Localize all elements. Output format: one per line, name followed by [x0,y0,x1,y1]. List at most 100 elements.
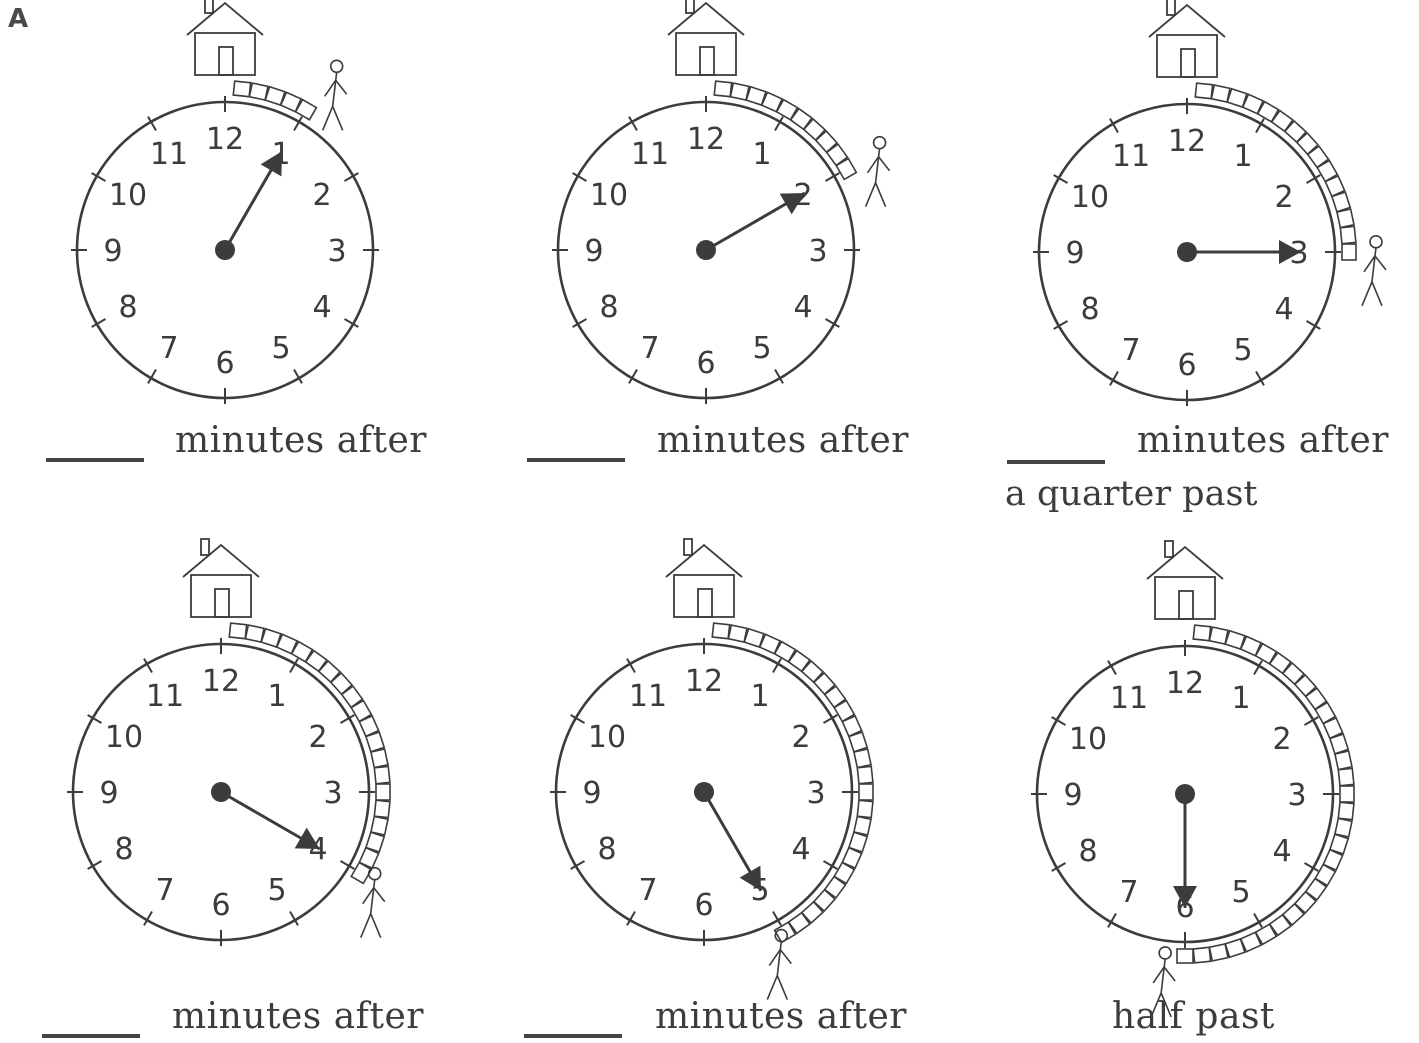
answer-blank[interactable] [46,458,144,462]
clock-numeral: 3 [1287,778,1306,813]
sidewalk-blocks [233,81,316,120]
sidewalk-block [1340,786,1354,802]
clock-numeral: 9 [1065,236,1084,271]
sidewalk-blocks [712,623,873,942]
clock-numeral: 6 [694,888,713,923]
clock-center [211,782,231,802]
sidewalk-blocks [1195,83,1356,260]
answer-blank[interactable] [42,1034,140,1038]
clock-numeral: 5 [752,331,771,366]
clock-numeral: 6 [215,346,234,381]
clock-caption: minutes after [172,996,424,1037]
clock-numeral: 2 [308,720,327,755]
answer-blank[interactable] [1007,460,1105,464]
stick-figure-icon [1362,236,1386,306]
clock-numeral: 9 [584,234,603,269]
clock-numeral: 11 [629,679,667,714]
clock-numeral: 10 [105,720,143,755]
clock-numeral: 5 [267,873,286,908]
answer-blank[interactable] [524,1034,622,1038]
sidewalk-block [1211,85,1230,102]
house-icon [183,539,259,617]
sidewalk-block [249,83,268,100]
clock-numeral: 9 [99,776,118,811]
sidewalk-block [1332,192,1350,212]
house-icon [1149,0,1225,77]
clock-numeral: 4 [793,290,812,325]
clock-numeral: 8 [599,290,618,325]
clock-center [696,240,716,260]
clock-caption: minutes after [175,420,427,461]
clock-numeral: 5 [1231,875,1250,910]
sidewalk-block [1209,627,1228,644]
answer-blank[interactable] [527,458,625,462]
sidewalk-block [229,623,246,639]
stick-figure-icon [866,137,890,207]
sidewalk-block [374,766,390,783]
clock-numeral: 12 [1168,124,1206,159]
house-icon [187,0,263,75]
clock-5: 121234567891011 [550,539,873,1000]
sidewalk-block [1335,751,1352,770]
sidewalk-block [1195,83,1212,99]
clock-numeral: 10 [109,178,147,213]
sidewalk-block [714,81,731,97]
clock-subcaption: a quarter past [1005,474,1257,514]
sidewalk-block [857,800,873,817]
sidewalk-block [859,784,873,800]
sidewalk-block [1335,818,1352,837]
sidewalk-block [857,766,873,783]
sidewalk-block [376,784,390,800]
clock-numeral: 12 [685,664,723,699]
sidewalk-block [1193,625,1210,641]
clock-numeral: 3 [806,776,825,811]
sidewalk-block [1330,734,1348,754]
sidewalk-blocks [714,81,856,179]
clock-numeral: 2 [1274,180,1293,215]
clock-numeral: 2 [312,178,331,213]
clock-numeral: 10 [1071,180,1109,215]
clock-numeral: 7 [155,873,174,908]
clock-1: 121234567891011 [71,0,379,404]
clock-numeral: 4 [1272,834,1291,869]
clock-numeral: 11 [146,679,184,714]
sidewalk-block [1338,768,1354,785]
clock-numeral: 1 [1231,681,1250,716]
sidewalk-block [849,732,867,752]
sidewalk-block [1340,226,1356,243]
clock-numeral: 12 [206,122,244,157]
sidewalk-block [854,749,871,768]
sidewalk-block [1193,947,1210,963]
clock-numeral: 2 [791,720,810,755]
clock-center [215,240,235,260]
sidewalk-block [366,732,384,752]
clock-numeral: 10 [590,178,628,213]
clock-numeral: 1 [752,137,771,172]
clock-numeral: 7 [159,331,178,366]
clock-numeral: 4 [312,290,331,325]
clock-caption: half past [1112,996,1275,1037]
clock-numeral: 1 [1233,139,1252,174]
clock-numeral: 4 [791,832,810,867]
clock-numeral: 9 [582,776,601,811]
house-icon [1147,541,1223,619]
sidewalk-block [245,625,264,642]
clock-4: 121234567891011 [67,539,390,946]
sidewalk-block [730,83,749,100]
clock-numeral: 11 [1112,139,1150,174]
clock-numeral: 1 [750,679,769,714]
clock-numeral: 12 [687,122,725,157]
clock-numeral: 8 [114,832,133,867]
clock-numeral: 6 [696,346,715,381]
house-icon [666,539,742,617]
clock-numeral: 7 [1119,875,1138,910]
stick-figure-icon [767,930,791,1000]
clock-numeral: 3 [323,776,342,811]
clock-3: 121234567891011 [1033,0,1386,406]
clock-numeral: 9 [103,234,122,269]
sidewalk-block [712,623,729,639]
clock-numeral: 8 [597,832,616,867]
sidewalk-block [371,749,388,768]
clock-caption: minutes after [655,996,907,1037]
